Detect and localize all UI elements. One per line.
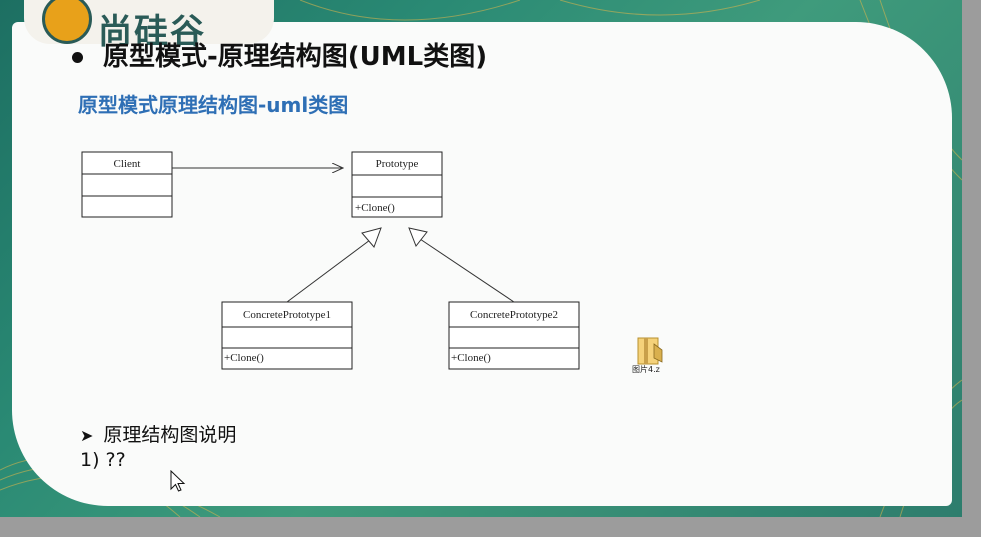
notes-heading: ➤ 原理结构图说明 [80, 420, 236, 447]
inheritance-triangle-icon [408, 227, 428, 247]
slide-frame: 尚硅谷 [0, 0, 962, 517]
notes-heading-text: 原理结构图说明 [103, 424, 237, 446]
inheritance-triangle-icon [361, 227, 382, 248]
class-name-client: Client [114, 158, 141, 170]
class-concrete-prototype-2: ConcretePrototype2 +Clone() [448, 301, 580, 370]
slide-title-text: 原型模式-原理结构图(UML类图) [103, 42, 488, 72]
method-concrete1-clone: +Clone() [224, 352, 264, 364]
class-name-prototype: Prototype [376, 158, 419, 170]
method-prototype-clone: +Clone() [355, 202, 395, 214]
class-concrete-prototype-1: ConcretePrototype1 +Clone() [221, 301, 353, 370]
arrow-bullet-icon: ➤ [80, 426, 94, 445]
folder-zip-icon[interactable] [630, 334, 670, 378]
class-name-concrete-prototype-2: ConcretePrototype2 [470, 309, 558, 321]
file-label[interactable]: 图片4.z [632, 365, 660, 374]
logo-icon [42, 0, 92, 44]
class-client: Client [81, 151, 173, 218]
slide-card: 尚硅谷 [12, 0, 952, 506]
slide-title: 原型模式-原理结构图(UML类图) [72, 36, 487, 73]
method-concrete2-clone: +Clone() [451, 352, 491, 364]
generalization-arrow-concrete2 [408, 227, 515, 303]
notes-item-1: 1) ?? [80, 449, 126, 471]
class-prototype: Prototype +Clone() [351, 151, 443, 218]
mouse-cursor-icon [170, 470, 186, 492]
diagram-subtitle: 原型模式原理结构图-uml类图 [78, 93, 349, 117]
generalization-arrow-concrete1 [286, 227, 382, 303]
class-name-concrete-prototype-1: ConcretePrototype1 [243, 309, 331, 321]
bullet-dot-icon [72, 52, 83, 63]
logo-text: 尚硅谷 [98, 12, 206, 52]
